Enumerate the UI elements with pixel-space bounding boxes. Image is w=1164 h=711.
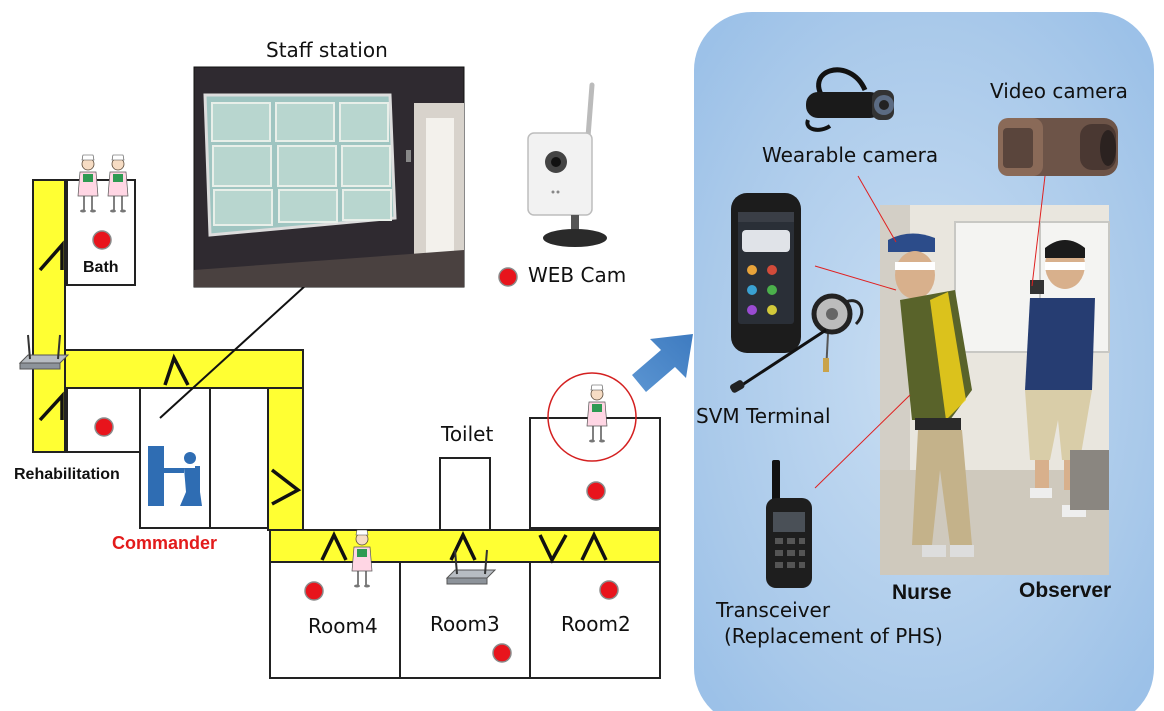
rehabilitation-label: Rehabilitation xyxy=(14,466,120,483)
wearable-camera-icon xyxy=(805,67,894,132)
highlight-circle xyxy=(547,372,637,462)
svm-terminal-label: SVM Terminal xyxy=(696,404,831,428)
camera-dots xyxy=(92,230,619,663)
camera-dot-legend xyxy=(498,267,518,287)
room2 xyxy=(529,561,661,679)
field-photo xyxy=(880,205,1110,575)
observer-label: Observer xyxy=(1019,579,1112,602)
floor-plan xyxy=(19,66,661,679)
wearable-camera-label: Wearable camera xyxy=(762,143,939,167)
webcam-icon xyxy=(527,82,607,247)
smartphone-icon xyxy=(731,193,801,353)
room3-label: Room3 xyxy=(430,612,500,636)
camera-dot-room4 xyxy=(304,581,324,601)
camera-dot-bath xyxy=(92,230,112,250)
observer-person xyxy=(1025,240,1095,517)
staff-station-room-right xyxy=(209,387,269,529)
nurse-person xyxy=(888,233,974,557)
commander-icon xyxy=(148,446,202,506)
video-camera-icon xyxy=(998,118,1118,176)
staff-station-label: Staff station xyxy=(266,38,388,62)
nurse-label: Nurse xyxy=(892,581,952,604)
staff-station-photo xyxy=(193,66,465,288)
camera-dot-rehab xyxy=(94,417,114,437)
connector-lines xyxy=(814,175,1046,489)
commander-label: Commander xyxy=(112,533,218,553)
toilet-label: Toilet xyxy=(441,422,494,446)
bath-label: Bath xyxy=(83,259,119,276)
staff-station-pointer xyxy=(159,285,306,419)
headset-icon xyxy=(730,293,864,393)
door-marks xyxy=(38,240,608,564)
transceiver-icon xyxy=(766,460,812,588)
camera-dot-room2 xyxy=(599,580,619,600)
room4-label: Room4 xyxy=(308,614,378,638)
room2-label: Room2 xyxy=(561,612,631,636)
upper-right-room xyxy=(529,417,661,529)
camera-dot-upper-room xyxy=(586,481,606,501)
transition-arrow xyxy=(632,334,693,392)
corridor-right-vertical xyxy=(267,387,304,531)
video-camera-label: Video camera xyxy=(990,79,1128,103)
toilet-room xyxy=(439,457,491,531)
transceiver-note: (Replacement of PHS) xyxy=(724,624,943,648)
webcam-label: WEB Cam xyxy=(528,263,627,287)
corridor-left-vertical xyxy=(32,179,66,453)
room4 xyxy=(269,561,401,679)
transceiver-label: Transceiver xyxy=(716,598,831,622)
corridor-top-horizontal xyxy=(64,349,304,389)
camera-dot-room3 xyxy=(492,643,512,663)
